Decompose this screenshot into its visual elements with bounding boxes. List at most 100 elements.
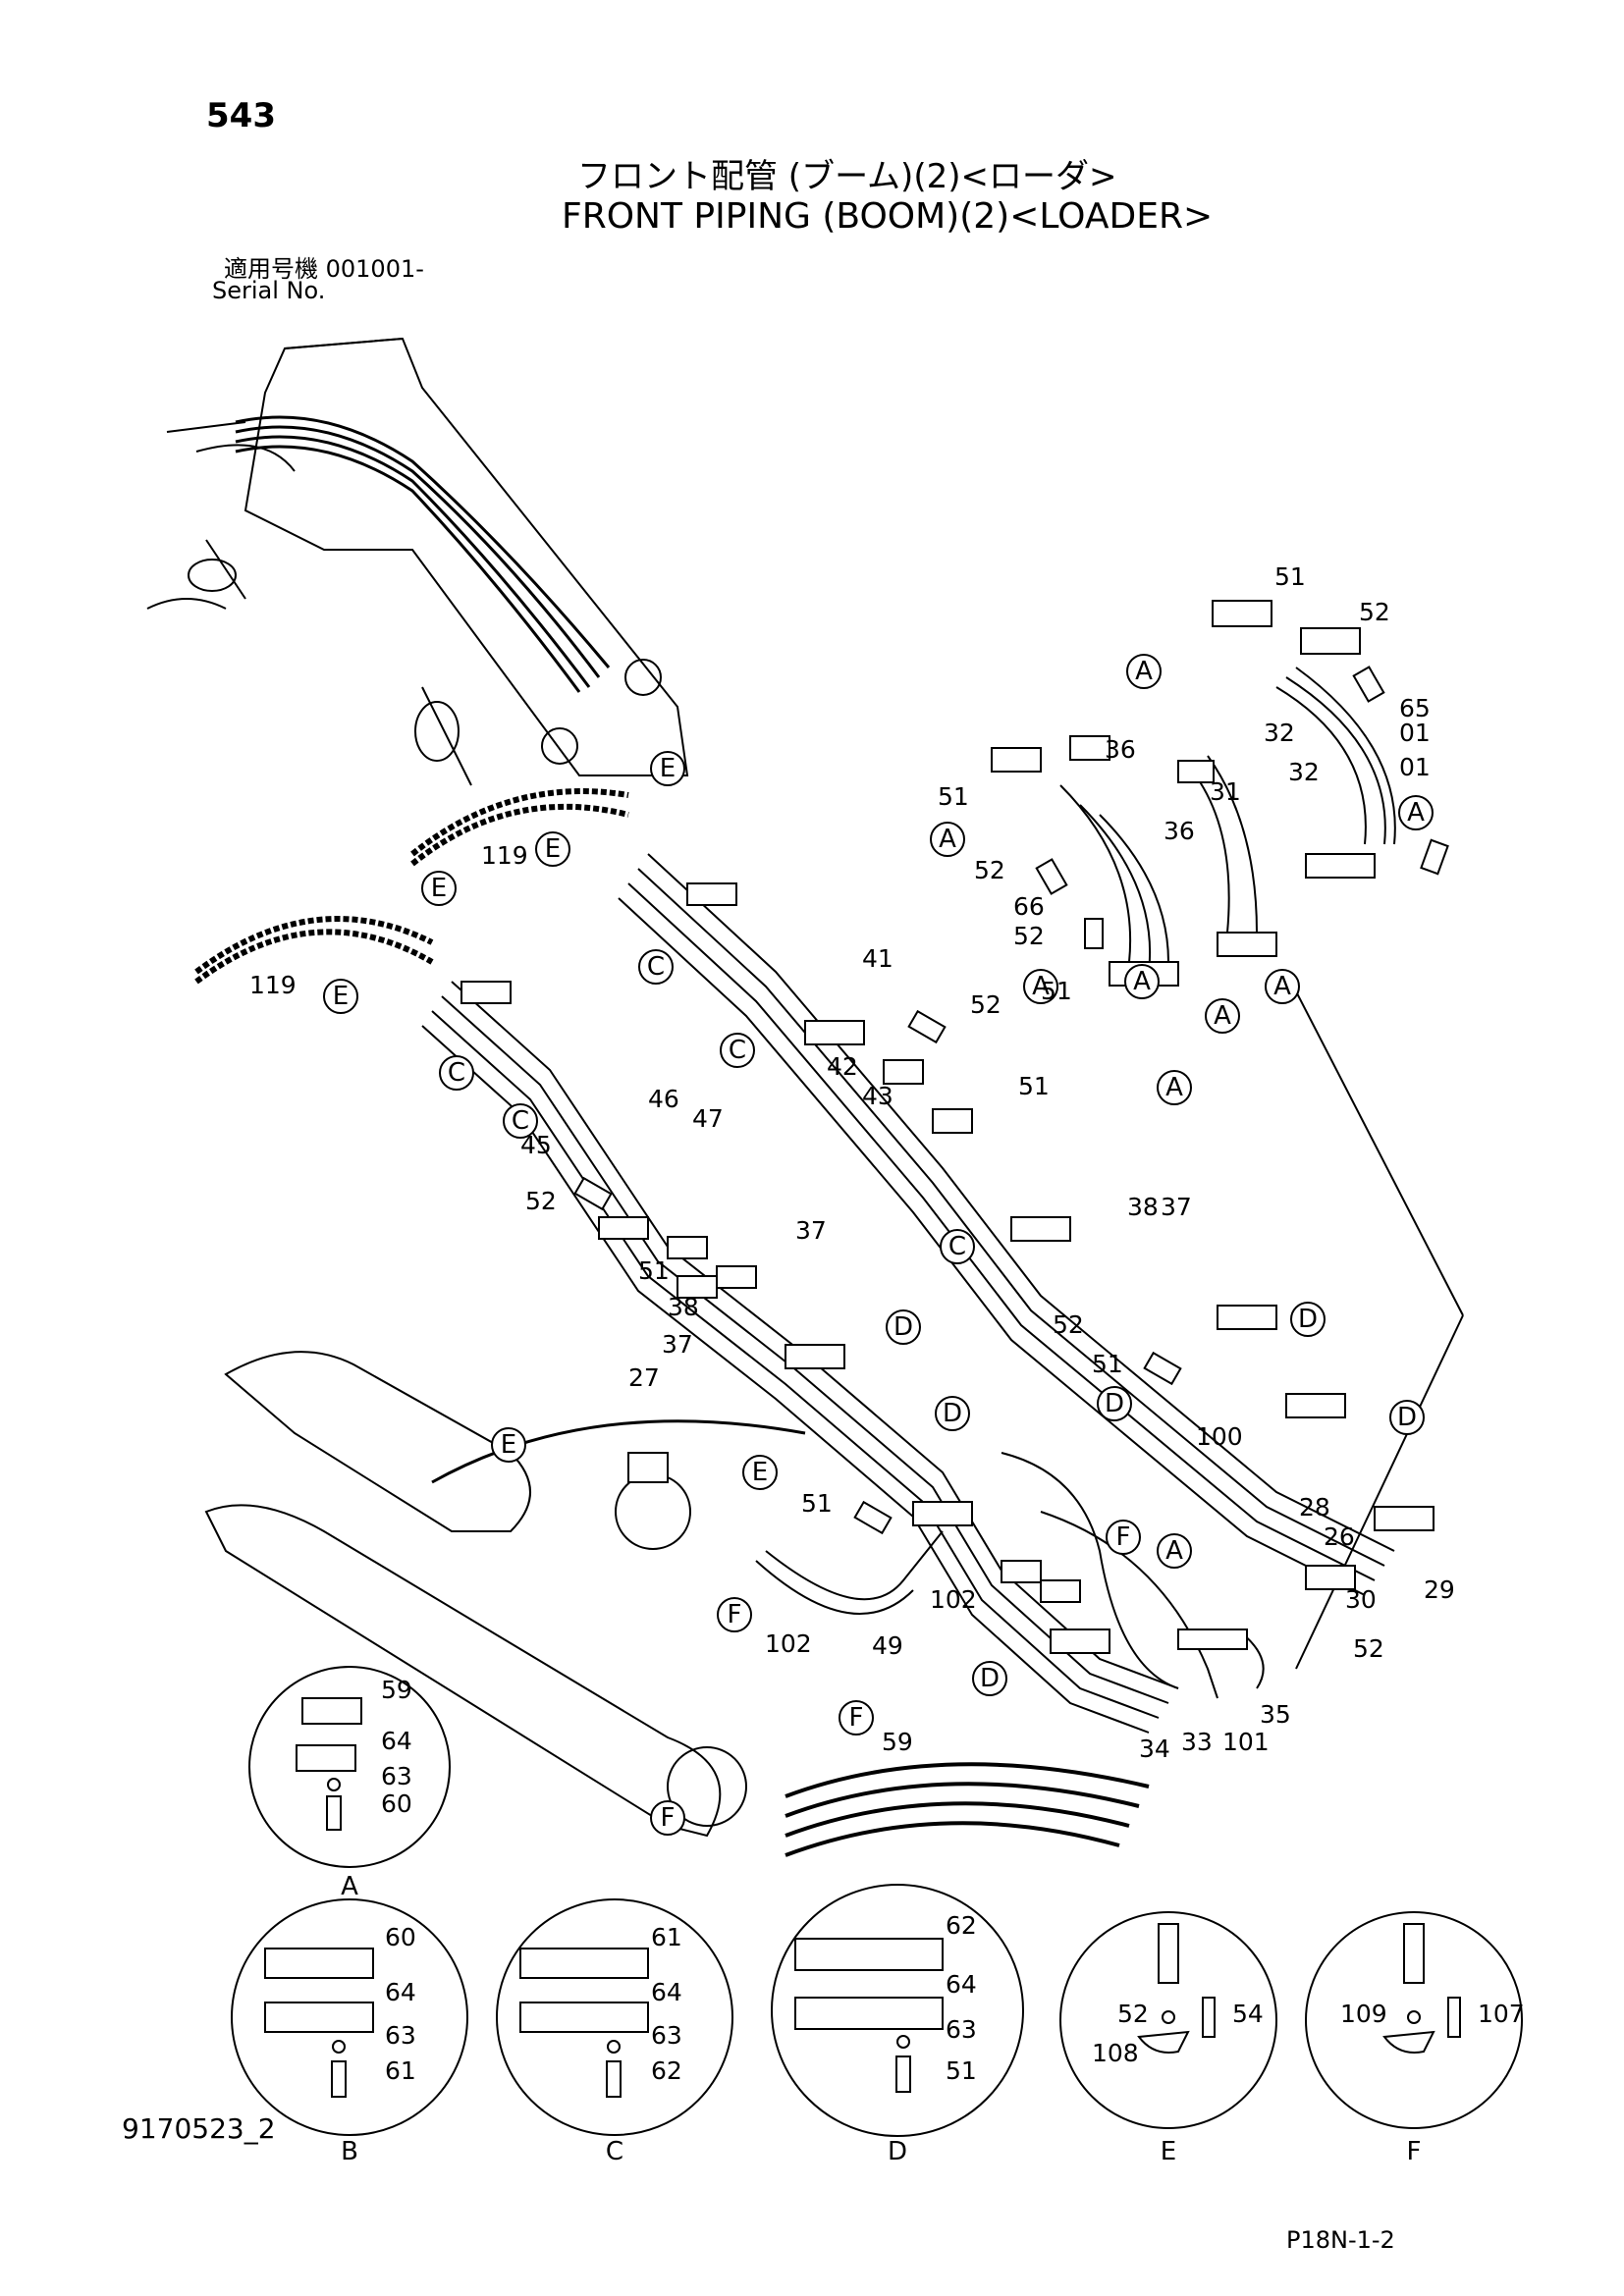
svg-text:32: 32 bbox=[1264, 719, 1295, 747]
bolt-icons bbox=[573, 666, 1449, 1535]
svg-text:108: 108 bbox=[1092, 2039, 1139, 2067]
boom-overview bbox=[146, 337, 689, 786]
svg-text:D: D bbox=[893, 1312, 913, 1342]
svg-text:47: 47 bbox=[692, 1104, 724, 1133]
svg-text:A: A bbox=[1135, 657, 1153, 686]
svg-text:63: 63 bbox=[946, 2015, 977, 2044]
svg-text:E: E bbox=[545, 834, 561, 864]
svg-text:F: F bbox=[1116, 1522, 1131, 1552]
svg-text:38: 38 bbox=[1127, 1193, 1159, 1221]
svg-text:60: 60 bbox=[385, 1923, 416, 1951]
svg-text:A: A bbox=[1165, 1536, 1183, 1566]
svg-text:F: F bbox=[661, 1803, 676, 1833]
svg-text:37: 37 bbox=[795, 1216, 827, 1245]
svg-text:51: 51 bbox=[1092, 1350, 1123, 1378]
svg-text:51: 51 bbox=[946, 2056, 977, 2085]
svg-text:F: F bbox=[849, 1703, 864, 1733]
svg-text:36: 36 bbox=[1105, 735, 1136, 764]
svg-text:119: 119 bbox=[249, 971, 297, 999]
svg-text:52: 52 bbox=[525, 1187, 557, 1215]
svg-text:45: 45 bbox=[520, 1131, 552, 1159]
svg-text:52: 52 bbox=[970, 990, 1001, 1019]
svg-text:D: D bbox=[1105, 1389, 1124, 1418]
reference-id: 9170523_2 bbox=[122, 2112, 276, 2145]
svg-text:101: 101 bbox=[1222, 1728, 1270, 1756]
svg-text:E: E bbox=[501, 1430, 516, 1460]
svg-text:59: 59 bbox=[381, 1676, 412, 1704]
svg-text:52: 52 bbox=[1053, 1310, 1084, 1339]
svg-text:34: 34 bbox=[1139, 1735, 1170, 1763]
svg-text:28: 28 bbox=[1299, 1493, 1330, 1522]
svg-text:119: 119 bbox=[481, 841, 528, 870]
svg-text:46: 46 bbox=[648, 1085, 679, 1113]
svg-text:C: C bbox=[448, 1058, 465, 1088]
svg-text:A: A bbox=[1165, 1073, 1183, 1102]
svg-text:102: 102 bbox=[930, 1585, 977, 1614]
svg-text:33: 33 bbox=[1181, 1728, 1213, 1756]
svg-text:49: 49 bbox=[872, 1631, 903, 1660]
svg-text:65: 65 bbox=[1399, 694, 1431, 722]
svg-text:30: 30 bbox=[1345, 1585, 1377, 1614]
svg-text:A: A bbox=[1032, 972, 1050, 1001]
serial-label-english: Serial No. bbox=[212, 277, 326, 304]
svg-text:51: 51 bbox=[1274, 562, 1306, 591]
clamp-blocks bbox=[460, 600, 1435, 1654]
svg-text:60: 60 bbox=[381, 1789, 412, 1818]
title-english: FRONT PIPING (BOOM)(2)<LOADER> bbox=[562, 196, 1214, 237]
svg-text:51: 51 bbox=[1041, 977, 1072, 1005]
svg-text:63: 63 bbox=[651, 2021, 682, 2050]
svg-text:C: C bbox=[512, 1106, 529, 1136]
title-japanese: フロント配管 (ブーム)(2)<ローダ> bbox=[577, 157, 1117, 196]
detail-view-letters: A B C D E F bbox=[341, 1872, 1421, 2166]
svg-text:C: C bbox=[647, 952, 665, 982]
svg-text:52: 52 bbox=[1117, 2000, 1149, 2028]
svg-text:A: A bbox=[1407, 798, 1425, 828]
svg-text:38: 38 bbox=[668, 1293, 699, 1321]
svg-text:26: 26 bbox=[1324, 1522, 1355, 1551]
svg-text:63: 63 bbox=[381, 1762, 412, 1790]
svg-text:D: D bbox=[943, 1399, 962, 1428]
serial-label-japanese: 適用号機 001001- bbox=[224, 255, 424, 283]
svg-text:E: E bbox=[752, 1458, 768, 1487]
page-code: P18N-1-2 bbox=[1286, 2226, 1395, 2254]
svg-text:64: 64 bbox=[381, 1727, 412, 1755]
svg-text:52: 52 bbox=[974, 856, 1005, 884]
svg-text:A: A bbox=[939, 825, 956, 854]
svg-text:107: 107 bbox=[1478, 2000, 1525, 2028]
svg-text:A: A bbox=[1273, 972, 1291, 1001]
svg-text:D: D bbox=[888, 2137, 907, 2166]
callout-letters: A A A A A A A A E E E E C C C C C D D D … bbox=[333, 657, 1425, 1833]
svg-text:64: 64 bbox=[385, 1978, 416, 2006]
svg-text:37: 37 bbox=[662, 1330, 693, 1359]
svg-text:27: 27 bbox=[628, 1363, 660, 1392]
svg-text:36: 36 bbox=[1164, 817, 1195, 845]
svg-text:E: E bbox=[431, 874, 447, 903]
svg-text:E: E bbox=[1161, 2137, 1176, 2166]
callout-circles bbox=[323, 654, 1434, 1836]
svg-text:51: 51 bbox=[801, 1489, 833, 1518]
svg-text:C: C bbox=[606, 2137, 623, 2166]
detail-views bbox=[231, 1666, 1523, 2137]
svg-text:01: 01 bbox=[1399, 719, 1431, 747]
svg-text:35: 35 bbox=[1260, 1700, 1291, 1729]
svg-text:109: 109 bbox=[1340, 2000, 1387, 2028]
svg-text:C: C bbox=[948, 1232, 966, 1261]
pipe-bundles bbox=[194, 667, 1464, 1857]
svg-text:52: 52 bbox=[1353, 1634, 1384, 1663]
svg-text:51: 51 bbox=[1018, 1072, 1050, 1100]
svg-text:31: 31 bbox=[1210, 777, 1241, 806]
svg-text:62: 62 bbox=[946, 1911, 977, 1940]
svg-text:51: 51 bbox=[638, 1256, 670, 1285]
svg-text:63: 63 bbox=[385, 2021, 416, 2050]
svg-text:64: 64 bbox=[651, 1978, 682, 2006]
svg-text:E: E bbox=[333, 982, 349, 1011]
svg-text:37: 37 bbox=[1161, 1193, 1192, 1221]
svg-text:A: A bbox=[1214, 1001, 1231, 1031]
svg-text:F: F bbox=[728, 1600, 742, 1629]
svg-text:52: 52 bbox=[1013, 922, 1045, 950]
svg-text:51: 51 bbox=[938, 782, 969, 811]
svg-text:64: 64 bbox=[946, 1970, 977, 1999]
svg-text:32: 32 bbox=[1288, 758, 1320, 786]
svg-text:102: 102 bbox=[765, 1629, 812, 1658]
svg-text:29: 29 bbox=[1424, 1575, 1455, 1604]
